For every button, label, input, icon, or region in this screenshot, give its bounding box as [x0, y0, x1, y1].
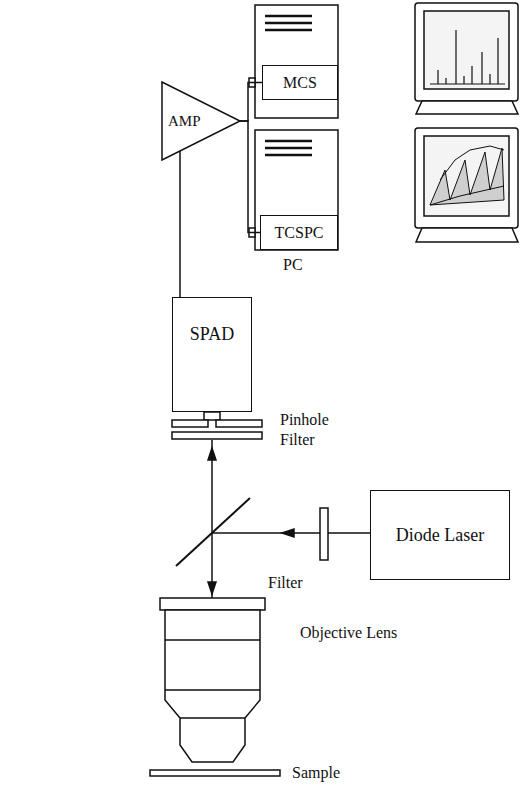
node-text: SPAD: [190, 324, 234, 345]
lens-rings: [165, 640, 260, 718]
case-stripe: [265, 29, 312, 32]
case-stripe: [265, 154, 312, 157]
filter-plate: [172, 432, 262, 439]
amplifier-triangle: AMP: [162, 82, 240, 160]
pc-case: [255, 130, 338, 250]
triangle-shape: [162, 82, 240, 160]
pinhole-plate: [172, 420, 208, 427]
optical-axis: [211, 440, 213, 598]
laser-box: Diode Laser: [370, 490, 510, 580]
case-stripe: [265, 15, 312, 18]
node-text: Diode Laser: [396, 525, 484, 546]
lens-flange: [160, 598, 265, 610]
node-text: MCS: [283, 74, 317, 92]
part-label: PC: [283, 256, 303, 274]
signal-wire: [240, 121, 260, 233]
axis: [440, 146, 504, 180]
detector-optics: [172, 412, 262, 439]
part-label: Filter: [268, 574, 303, 592]
part-label: Sample: [292, 764, 340, 782]
node-text: AMP: [168, 113, 201, 130]
axis: [430, 186, 504, 205]
decay-plot: [430, 146, 504, 205]
objective-lens: [150, 598, 280, 776]
monitor-base: [416, 228, 518, 242]
card-box: TCSPC: [260, 215, 338, 250]
case-stripe: [265, 22, 312, 25]
monitor-base: [416, 101, 518, 114]
sample-slide: [150, 770, 280, 776]
monitors: [415, 3, 518, 242]
arrowhead: [208, 582, 216, 594]
node-text: TCSPC: [275, 224, 324, 242]
spectrum-plot: [430, 30, 505, 84]
monitor: [415, 128, 518, 228]
case-stripe: [265, 140, 312, 143]
case-stripe: [265, 147, 312, 150]
lens-body: [165, 610, 260, 762]
decay-surface: [430, 148, 504, 205]
arrowhead: [282, 529, 294, 537]
signal-wire: [240, 83, 262, 122]
monitor: [415, 3, 518, 101]
detector-window: [204, 412, 220, 420]
arrowhead: [208, 448, 216, 460]
screen: [424, 11, 509, 89]
beam-path: [176, 440, 370, 598]
part-label: Objective Lens: [300, 624, 397, 642]
pinhole-plate: [216, 420, 262, 427]
part-label: Pinhole: [280, 411, 329, 429]
computers: [249, 5, 338, 250]
screen: [424, 136, 509, 216]
part-label: Filter: [280, 431, 315, 449]
laser-filter: [320, 508, 328, 560]
beam-splitter: [176, 498, 250, 566]
detector-box: SPAD: [172, 297, 252, 412]
card-box: MCS: [262, 65, 338, 100]
signal-wire: [179, 151, 181, 297]
pc-case: [255, 5, 338, 118]
